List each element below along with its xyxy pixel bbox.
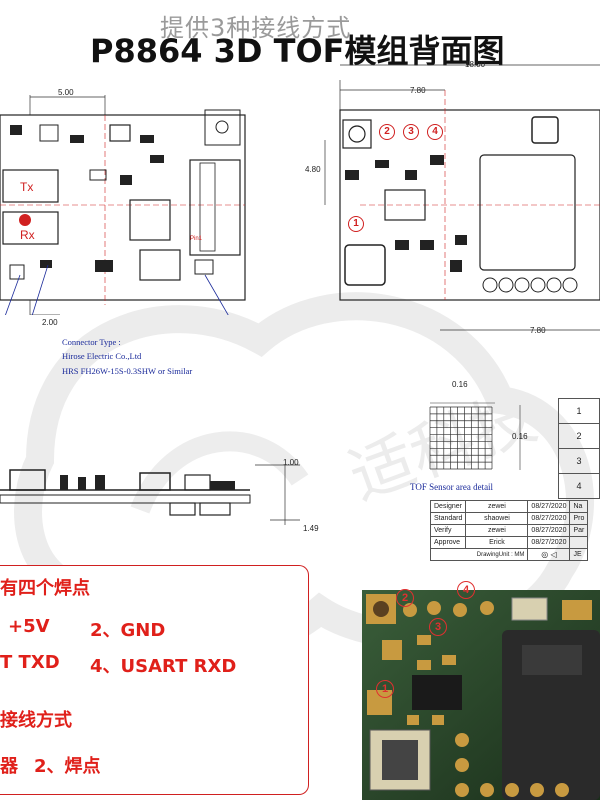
right-pad-2: 2: [379, 124, 395, 140]
tb-symbols: ◎ ◁: [527, 548, 571, 561]
tb-label: Approve: [429, 536, 467, 549]
connector-type-line1: Connector Type :: [62, 337, 121, 347]
pcb-photo: [362, 590, 600, 800]
right-dim-left: 4.80: [305, 165, 321, 174]
tb-date: 08/27/2020: [527, 512, 571, 525]
right-pad-3: 3: [403, 124, 419, 140]
tb-name: shaowei: [465, 512, 529, 525]
photo-pad-4: 4: [457, 581, 475, 599]
row-number-table: 1 2 3 4: [558, 398, 600, 499]
title-block: Designer zewei 08/27/2020 Na Standard sh…: [429, 500, 589, 561]
right-pad-4: 4: [427, 124, 443, 140]
tb-extra: Pro: [569, 512, 589, 525]
left-dim-bottom: 2.00: [42, 318, 58, 327]
note-method1: 器: [0, 756, 18, 777]
tb-extra-right: JE: [569, 548, 589, 561]
tb-name: Erick: [465, 536, 529, 549]
page-title: P8864 3D TOF模组背面图: [90, 32, 505, 70]
row-cell: 1: [558, 398, 600, 424]
note-four-pads: 有四个焊点: [0, 578, 90, 599]
row-cell: 4: [558, 473, 600, 499]
tb-date: 08/27/2020: [527, 524, 571, 537]
sensor-grid: [429, 402, 521, 470]
tb-date: 08/27/2020: [527, 536, 571, 549]
sensor-dim-h: 0.16: [512, 432, 528, 441]
subtitle-wiring: 提供3种接线方式: [160, 14, 352, 42]
note-pin4: 4、USART RXD: [90, 656, 237, 677]
tb-date: 08/27/2020: [527, 500, 571, 513]
note-pin3: T TXD: [0, 652, 60, 673]
tb-label: Standard: [429, 512, 467, 525]
right-pcb-drawing: [324, 64, 600, 331]
sensor-dim-w: 0.16: [452, 380, 468, 389]
tb-extra: [569, 536, 589, 549]
right-dim-top-inner: 7.80: [410, 86, 426, 95]
tb-extra: Par: [569, 524, 589, 537]
photo-pad-3: 3: [429, 618, 447, 636]
connector-type-line3: HRS FH26W-15S-0.3SHW or Similar: [62, 366, 193, 376]
note-wiring-methods: 接线方式: [0, 710, 72, 731]
row-cell: 3: [558, 448, 600, 474]
connector-type-line2: Hirose Electric Co.,Ltd: [62, 351, 142, 361]
left-dim-top: 5.00: [58, 88, 74, 97]
right-dim-top: 18.00: [465, 60, 486, 69]
wiring-notes-box: 有四个焊点 +5V 2、GND T TXD 4、USART RXD 接线方式 器…: [0, 565, 309, 795]
tb-name: zewei: [465, 500, 529, 513]
pin1-label: Pin1: [190, 236, 203, 242]
right-pad-1: 1: [348, 216, 364, 232]
tb-label: Designer: [429, 500, 467, 513]
left-pcb-drawing: [0, 95, 246, 315]
photo-pad-1: 1: [376, 680, 394, 698]
right-dim-bottom: 7.80: [530, 326, 546, 335]
row-cell: 2: [558, 423, 600, 449]
side-dim-right: 1.00: [283, 458, 299, 467]
note-pin2: 2、GND: [90, 620, 166, 641]
tx-label: Tx: [20, 180, 34, 194]
tb-name: zewei: [465, 524, 529, 537]
sensor-caption: TOF Sensor area detail: [410, 482, 494, 492]
tb-label: Verify: [429, 524, 467, 537]
side-view-drawing: [0, 464, 300, 525]
tb-extra: Na: [569, 500, 589, 513]
note-pin1: +5V: [8, 616, 50, 637]
note-method2: 2、焊点: [34, 756, 101, 777]
tb-unit: DrawingUnit : MM: [429, 548, 529, 561]
photo-pad-2: 2: [396, 589, 414, 607]
rx-label: Rx: [20, 228, 35, 242]
side-dim-bottom: 1.49: [303, 524, 319, 533]
